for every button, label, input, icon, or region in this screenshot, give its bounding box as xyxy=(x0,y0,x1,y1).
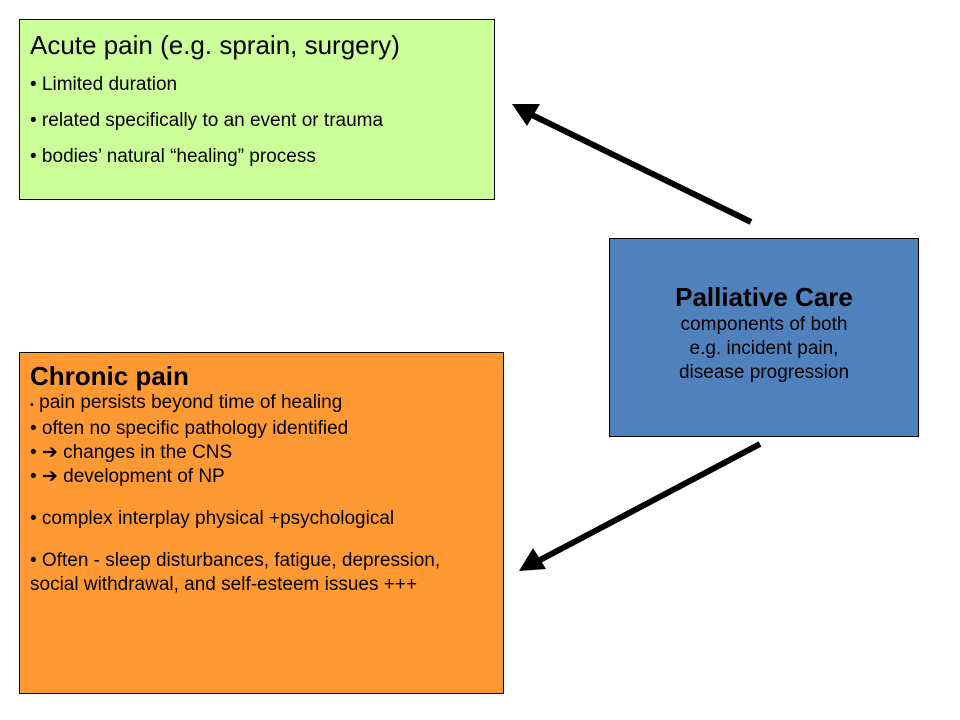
chronic-pain-title: Chronic pain xyxy=(30,361,189,391)
acute-item: • Limited duration xyxy=(30,74,178,95)
acute-item: • bodies’ natural “healing” process xyxy=(30,146,316,167)
chronic-item: • ➔ changes in the CNS xyxy=(30,442,233,463)
palliative-care-box: Palliative Care components of both e.g. … xyxy=(609,238,919,437)
chronic-item: • pain persists beyond time of healing xyxy=(30,391,493,417)
chronic-item: • often no specific pathology identified xyxy=(30,418,349,439)
palliative-care-title: Palliative Care xyxy=(675,282,853,312)
palliative-line: e.g. incident pain, xyxy=(689,338,839,359)
chronic-item-text: pain persists beyond time of healing xyxy=(33,392,343,413)
palliative-line: disease progression xyxy=(678,362,850,383)
chronic-pain-box: Chronic pain • pain persists beyond time… xyxy=(19,352,504,694)
acute-item: • related specifically to an event or tr… xyxy=(30,110,384,131)
arrow-to-chronic xyxy=(519,441,762,571)
arrow-to-acute xyxy=(512,104,753,225)
acute-pain-title: Acute pain (e.g. sprain, surgery) xyxy=(30,30,400,60)
small-bullet: • xyxy=(30,399,34,411)
palliative-line: components of both xyxy=(680,314,848,335)
chronic-item: • ➔ development of NP xyxy=(30,466,225,487)
chronic-item: • Often - sleep disturbances, fatigue, d… xyxy=(30,550,441,595)
chronic-item: • complex interplay physical +psychologi… xyxy=(30,508,395,529)
acute-pain-box: Acute pain (e.g. sprain, surgery) • Limi… xyxy=(19,19,495,200)
